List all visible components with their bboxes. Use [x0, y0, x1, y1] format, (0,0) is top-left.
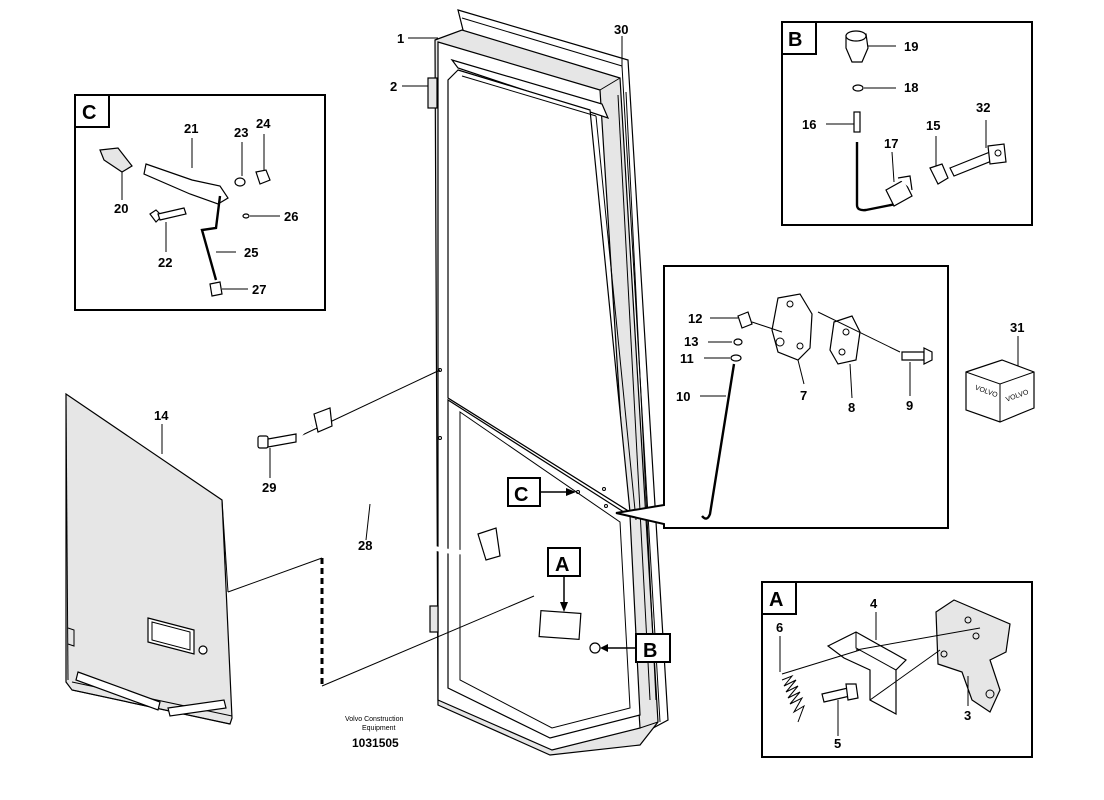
part-label-17: 17: [884, 136, 898, 151]
part-label-28: 28: [358, 538, 372, 553]
part-label-22: 22: [158, 255, 172, 270]
part-label-30: 30: [614, 22, 628, 37]
watermark-line-2: Equipment: [362, 725, 396, 732]
part-label-6: 6: [776, 620, 783, 635]
part-label-9: 9: [906, 398, 913, 413]
part-label-10: 10: [676, 389, 690, 404]
part-label-24: 24: [256, 116, 271, 131]
labels: 1 2 30 14 29 28 19 18 16 17 15 32 21 23 …: [82, 22, 1024, 751]
part-label-23: 23: [234, 125, 248, 140]
detail-label-b: B: [788, 29, 802, 51]
document-number: 1031505: [352, 736, 399, 750]
detail-box-a: [761, 581, 1033, 758]
part-label-4: 4: [870, 596, 878, 611]
tag-label-b: B: [643, 640, 657, 662]
part-label-21: 21: [184, 121, 198, 136]
kit-box-31: VOLVO VOLVO: [965, 336, 1035, 423]
part-label-8: 8: [848, 400, 855, 415]
detail-label-c: C: [82, 102, 96, 124]
part-label-13: 13: [684, 334, 698, 349]
part-label-16: 16: [802, 117, 816, 132]
part-label-32: 32: [976, 100, 990, 115]
part-label-11: 11: [680, 351, 694, 366]
detail-box-c: [74, 94, 326, 311]
part-label-15: 15: [926, 118, 940, 133]
part-label-18: 18: [904, 80, 918, 95]
part-label-31: 31: [1010, 320, 1024, 335]
part-label-29: 29: [262, 480, 276, 495]
part-label-7: 7: [800, 388, 807, 403]
part-label-25: 25: [244, 245, 258, 260]
handle-assembly: [257, 369, 501, 561]
part-label-2: 2: [390, 79, 397, 94]
detail-box-b: [781, 21, 1033, 226]
cover-panel: [65, 392, 535, 725]
latch-detail-box: [615, 265, 949, 529]
part-label-27: 27: [252, 282, 266, 297]
part-label-19: 19: [904, 39, 918, 54]
part-label-26: 26: [284, 209, 298, 224]
part-label-20: 20: [114, 201, 128, 216]
door-frame: [427, 9, 669, 756]
tag-label-a: A: [555, 554, 569, 576]
door-leaders: [161, 36, 623, 541]
detail-label-a: A: [769, 589, 783, 611]
part-label-1: 1: [397, 31, 404, 46]
part-label-5: 5: [834, 736, 841, 751]
watermark-line-1: Volvo Construction: [345, 716, 403, 723]
part-label-3: 3: [964, 708, 971, 723]
callout-tags: [507, 477, 671, 663]
part-label-12: 12: [688, 311, 702, 326]
part-label-14: 14: [154, 408, 169, 423]
tag-label-c: C: [514, 484, 528, 506]
